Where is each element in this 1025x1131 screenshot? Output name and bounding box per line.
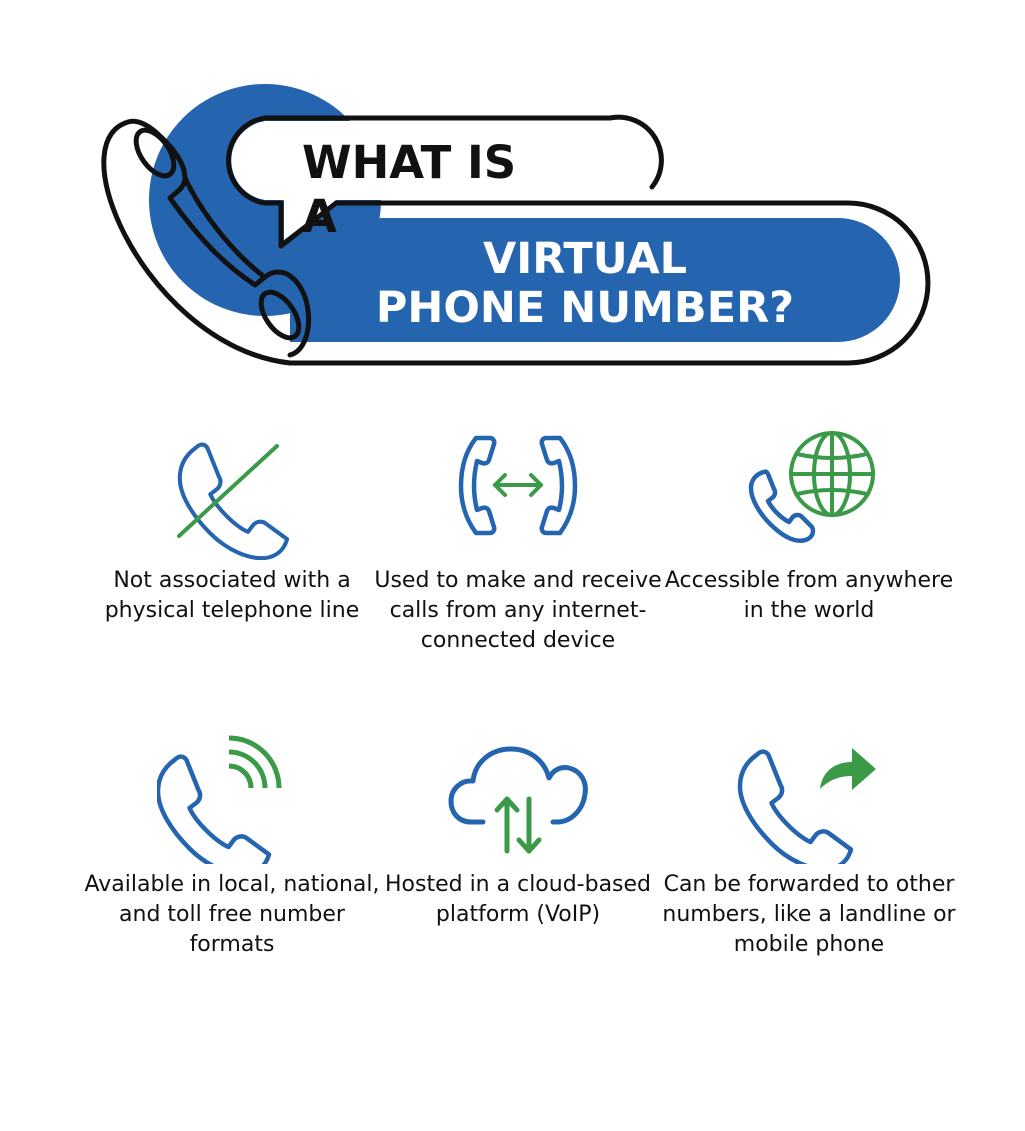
feature-caption: Not associated with a physical telephone… [104, 568, 360, 623]
phone-signal-icon [157, 735, 282, 864]
feature-caption: Can be forwarded to other numbers, like … [662, 872, 956, 957]
title-line-1: WHAT IS A [302, 136, 517, 243]
phone-crossed-out-icon [177, 430, 307, 560]
phone-globe-icon [748, 431, 875, 543]
cloud-upload-download-icon [448, 746, 588, 854]
title-line-2: VIRTUAL [482, 234, 688, 284]
feature-caption: Available in local, national, and toll f… [84, 872, 380, 957]
handset-outline-icon [101, 118, 312, 366]
feature-caption: Hosted in a cloud-based platform (VoIP) [384, 872, 652, 927]
two-phones-exchange-icon [458, 435, 578, 536]
feature-caption: Used to make and receive calls from any … [374, 568, 662, 653]
blue-pill [290, 218, 900, 342]
feature-caption: Accessible from anywhere in the world [664, 568, 954, 623]
speech-bubble [226, 114, 664, 249]
header-graphic [101, 84, 931, 366]
phone-forward-icon [734, 748, 876, 864]
outline-pill [287, 200, 931, 366]
speech-bubble-fill [231, 120, 659, 240]
header-banner: WHAT IS A VIRTUAL PHONE NUMBER? [0, 0, 1025, 380]
title-line-3: PHONE NUMBER? [375, 283, 795, 333]
